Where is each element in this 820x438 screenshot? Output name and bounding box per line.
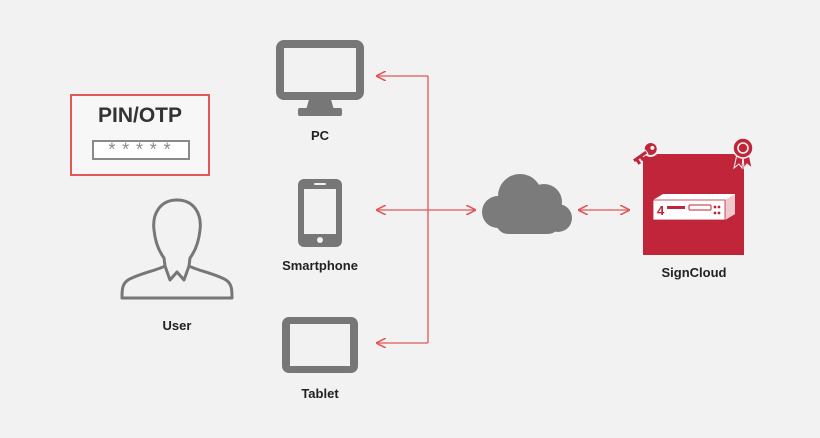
user-label: User (162, 318, 192, 333)
pin-otp-title: PIN/OTP (97, 104, 182, 127)
pc-icon (276, 40, 364, 116)
tablet-label: Tablet (301, 386, 339, 401)
server-icon: 4 (652, 194, 735, 221)
pin-field: ***** (92, 140, 190, 162)
pc-label: PC (310, 128, 330, 143)
cloud-icon (482, 174, 572, 234)
user-icon (120, 198, 234, 300)
pin-otp-box: PIN/OTP ***** (70, 94, 210, 176)
server-slot-number: 4 (657, 203, 665, 218)
key-icon (631, 140, 659, 165)
smartphone-icon (298, 179, 342, 247)
certificate-icon (732, 137, 754, 170)
signcloud-label: SignCloud (661, 265, 727, 280)
tablet-icon (282, 317, 358, 373)
smartphone-label: Smartphone (282, 258, 358, 273)
